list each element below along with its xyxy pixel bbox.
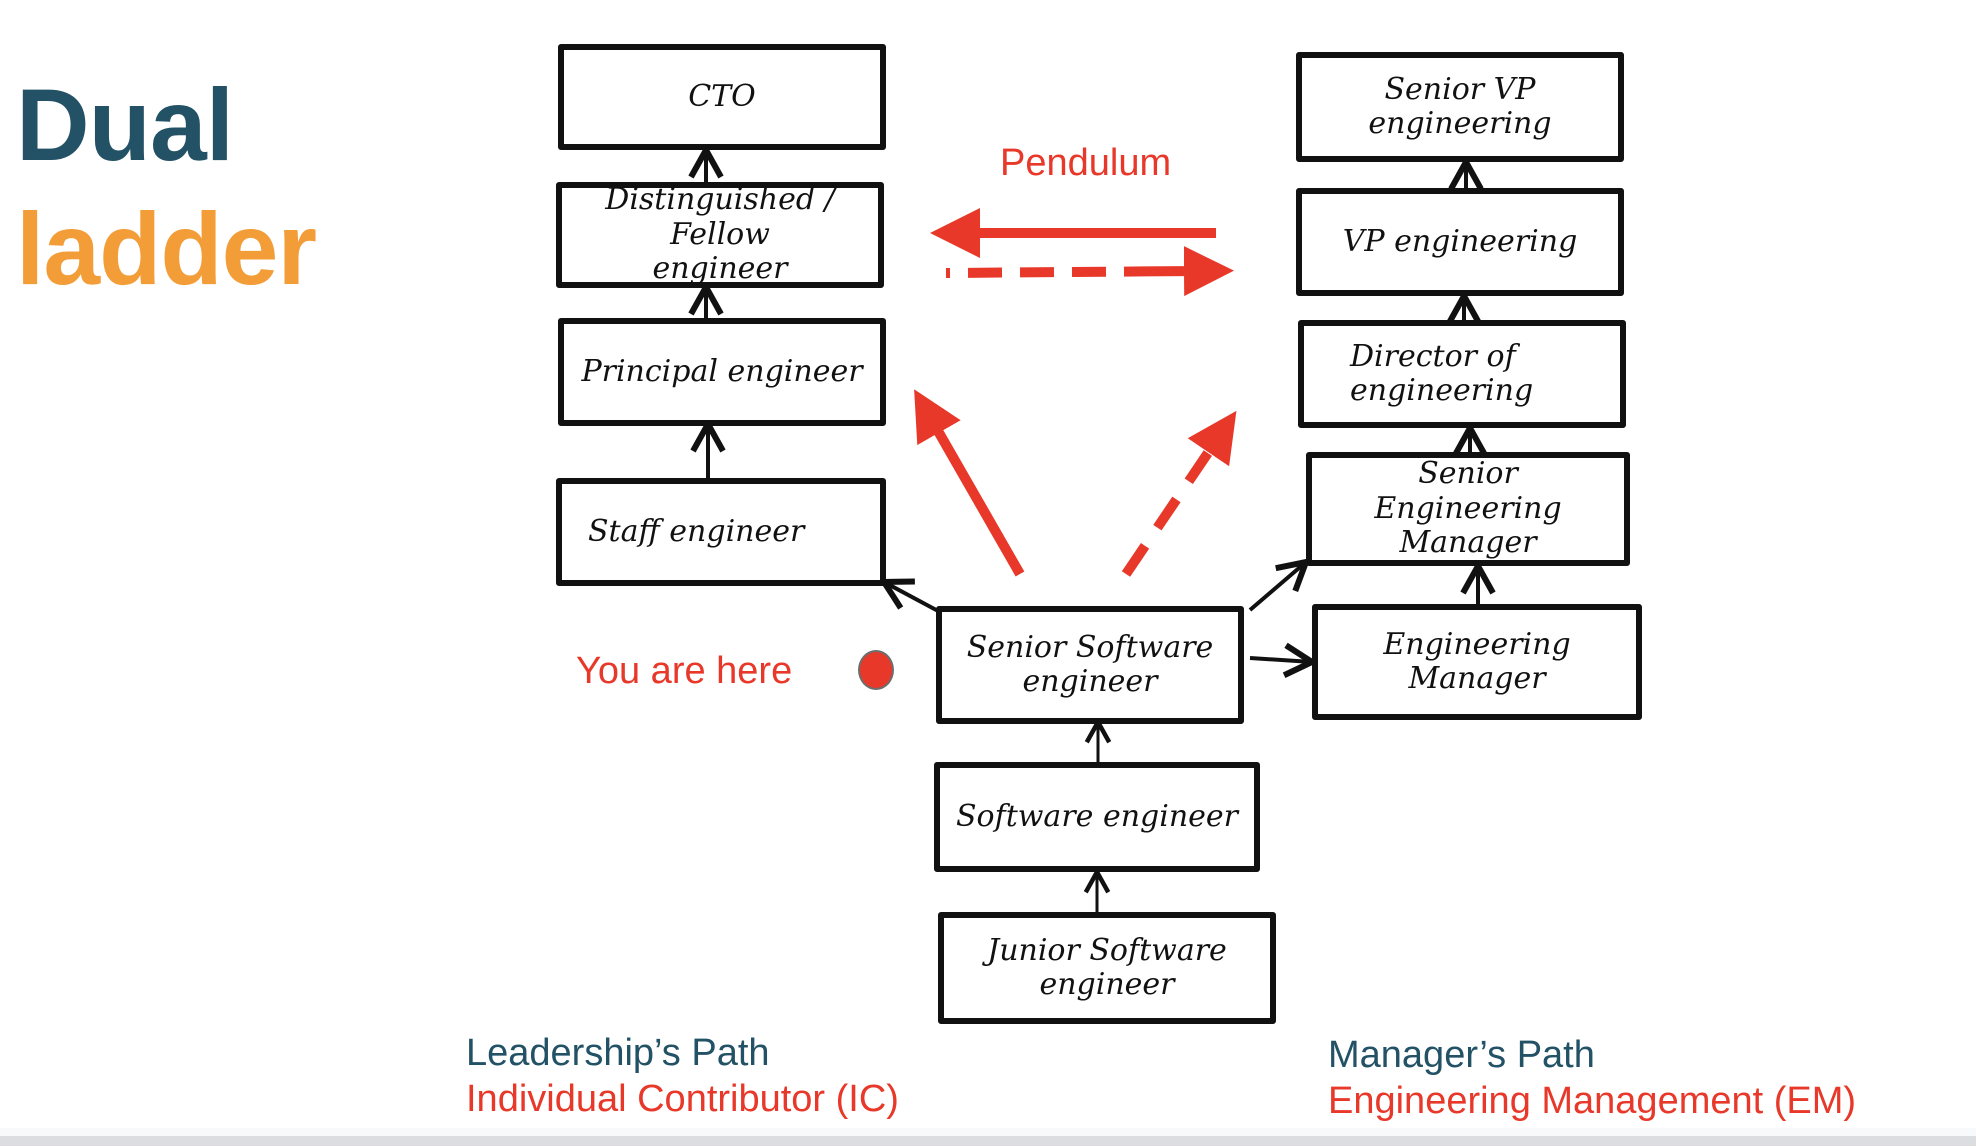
level-box-senior-vp: Senior VP engineering <box>1296 52 1624 162</box>
level-box-swe: Software engineer <box>934 762 1260 872</box>
current-position-marker <box>858 650 894 690</box>
level-box-distinguished: Distinguished / Fellow engineer <box>556 182 884 288</box>
level-label: Senior Engineering Manager <box>1374 456 1562 561</box>
em-path-legend: Manager’s Path Engineering Management (E… <box>1328 1032 1856 1124</box>
level-label: Distinguished / Fellow engineer <box>605 182 835 287</box>
level-label: Senior Software engineer <box>966 629 1214 699</box>
ic-path-subtitle: Individual Contributor (IC) <box>466 1078 899 1120</box>
level-box-principal: Principal engineer <box>558 318 886 426</box>
title-line-dual: Dual <box>16 68 234 182</box>
pendulum-label: Pendulum <box>1000 142 1172 184</box>
em-path-subtitle: Engineering Management (EM) <box>1328 1080 1857 1122</box>
you-are-here-label: You are here <box>576 650 793 692</box>
connector-senior-swe-to-senior-em <box>1248 562 1306 612</box>
level-box-junior-swe: Junior Software engineer <box>938 912 1276 1024</box>
ic-path-name: Leadership’s Path <box>466 1032 770 1074</box>
title-line-ladder: ladder <box>16 192 317 306</box>
em-path-name: Manager’s Path <box>1328 1034 1595 1076</box>
level-label: Engineering Manager <box>1383 626 1571 696</box>
level-box-senior-swe: Senior Software engineer <box>936 606 1244 724</box>
level-label: Staff engineer <box>588 513 805 549</box>
ic-promotion-arrow <box>914 389 1025 577</box>
level-box-senior-em: Senior Engineering Manager <box>1306 452 1630 566</box>
level-box-vp: VP engineering <box>1296 188 1624 296</box>
em-promotion-arrow <box>1121 410 1237 577</box>
bottom-bar <box>0 1136 1976 1146</box>
connector-senior-swe-to-staff <box>884 582 941 614</box>
pendulum-arrow-to-em <box>945 246 1234 297</box>
level-label: Director of engineering <box>1350 338 1534 408</box>
level-label: Principal engineer <box>581 353 863 389</box>
bottom-fade <box>0 1128 1976 1136</box>
level-label: Junior Software engineer <box>987 932 1227 1002</box>
level-label: Senior VP engineering <box>1368 71 1552 141</box>
level-box-cto: CTO <box>558 44 886 150</box>
ic-path-legend: Leadership’s Path Individual Contributor… <box>466 1030 899 1122</box>
connector-senior-swe-to-em <box>1249 658 1312 662</box>
level-box-em: Engineering Manager <box>1312 604 1642 720</box>
level-label: VP engineering <box>1342 223 1578 259</box>
level-box-director: Director of engineering <box>1298 320 1626 428</box>
level-label: Software engineer <box>955 798 1238 834</box>
level-label: CTO <box>688 78 756 114</box>
level-box-staff: Staff engineer <box>556 478 886 586</box>
